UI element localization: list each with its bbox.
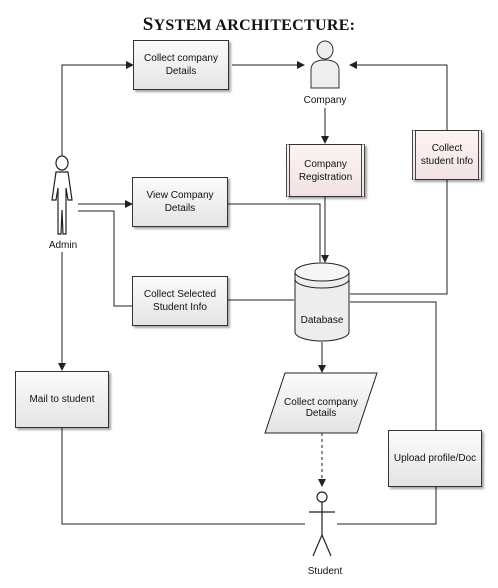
collect-company-details-box: Collect company Details — [133, 40, 229, 90]
company-icon — [310, 40, 340, 89]
company-registration-text: Company Registration — [298, 158, 353, 183]
student-label: Student — [307, 566, 343, 577]
database-cylinder — [294, 262, 350, 342]
view-company-details-text: View Company Details — [146, 190, 214, 214]
parallelogram-label: Collect company Details — [284, 397, 358, 419]
admin-icon — [51, 155, 73, 235]
collect-company-details-parallelogram — [264, 372, 378, 434]
admin-label: Admin — [48, 240, 78, 251]
database-label: Database — [300, 315, 344, 326]
company-label: Company — [303, 95, 347, 106]
diagram-title: SYSTEM ARCHITECTURE: — [0, 14, 498, 36]
line-admin-to-collect-company — [61, 61, 134, 156]
title-initial: S — [142, 14, 154, 35]
line-view-to-db — [228, 203, 321, 262]
collect-student-info-box: Collect student Info — [412, 130, 482, 180]
company-registration-box: Company Registration — [286, 144, 365, 197]
title-rest: YSTEM ARCHITECTURE: — [153, 17, 356, 34]
line-student-info-to-company — [349, 61, 448, 130]
view-company-details-box: View Company Details — [132, 177, 228, 227]
collect-selected-student-info-text: Collect Selected Student Info — [143, 289, 217, 313]
mail-to-student-box: Mail to student — [15, 371, 109, 428]
line-admin-to-selected — [78, 210, 132, 307]
mail-to-student-text: Mail to student — [29, 394, 95, 405]
line-student-info-to-db — [350, 180, 448, 295]
collect-selected-student-info-box: Collect Selected Student Info — [132, 276, 228, 326]
upload-profile-doc-text: Upload profile/Doc — [393, 453, 477, 464]
line-mail-to-student — [61, 428, 305, 525]
collect-company-details-text: Collect company Details — [144, 53, 218, 77]
line-upload-to-db — [350, 301, 437, 430]
line-student-to-upload — [337, 487, 437, 525]
student-icon — [309, 491, 335, 557]
collect-student-info-text: Collect student Info — [420, 143, 474, 167]
upload-profile-doc-box: Upload profile/Doc — [388, 430, 482, 487]
